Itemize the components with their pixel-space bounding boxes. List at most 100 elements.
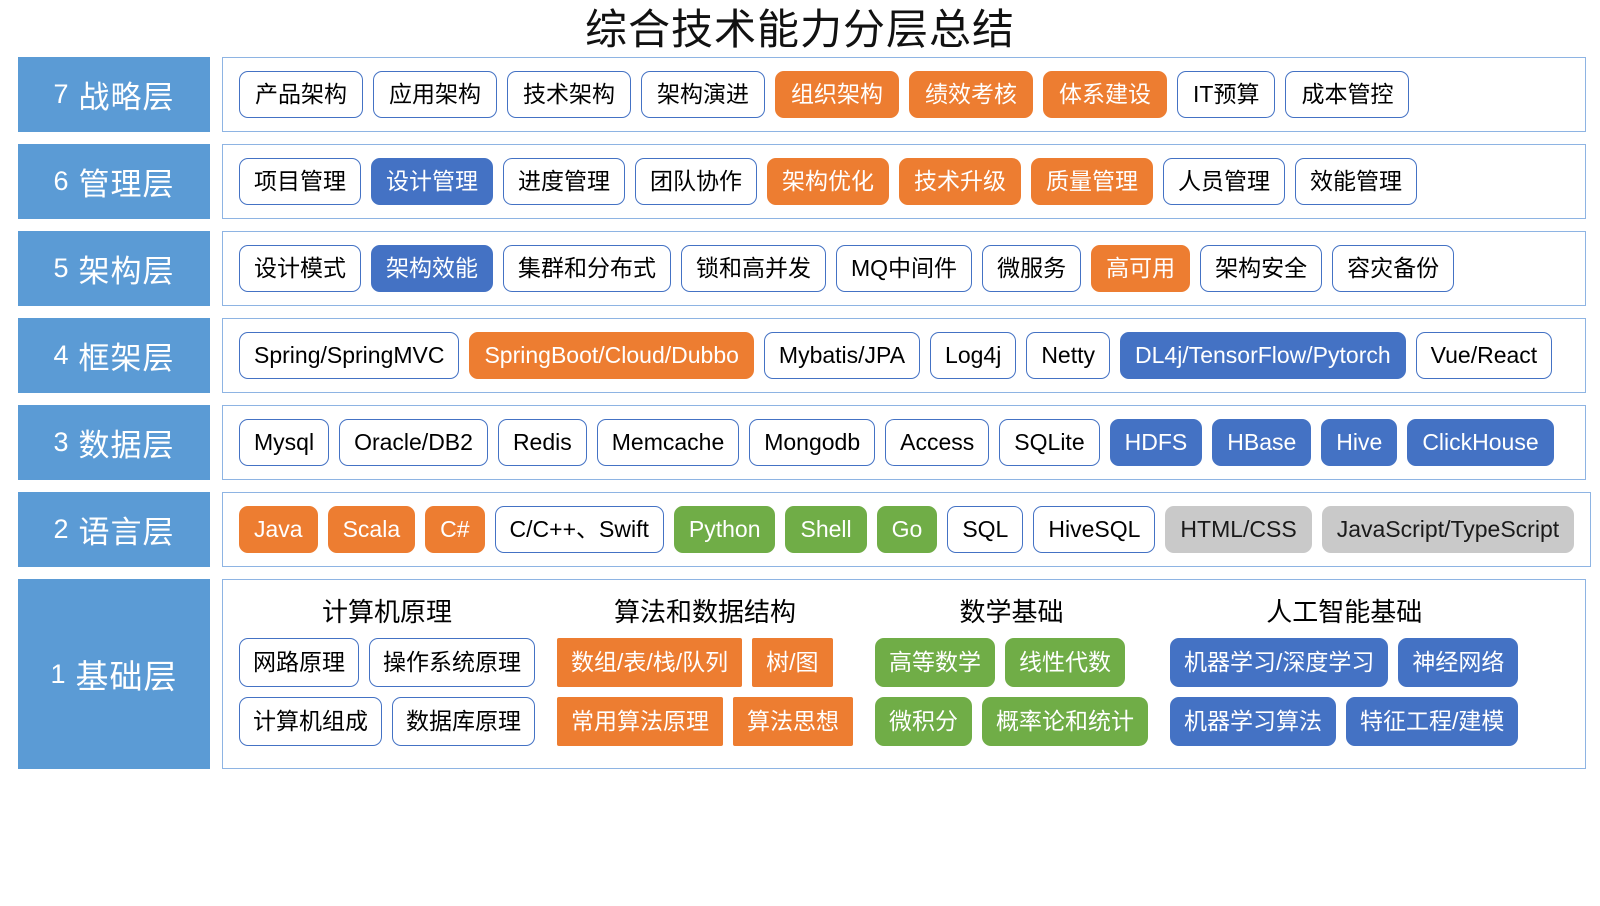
foundation-chip-row: 计算机组成数据库原理 xyxy=(239,697,535,746)
tech-chip[interactable]: 团队协作 xyxy=(635,158,757,205)
tech-chip[interactable]: Mysql xyxy=(239,419,330,466)
tech-chip[interactable]: DL4j/TensorFlow/Pytorch xyxy=(1120,332,1406,379)
tech-chip[interactable]: Python xyxy=(673,506,776,553)
tech-chip[interactable]: 锁和高并发 xyxy=(681,245,826,292)
tech-chip[interactable]: 架构安全 xyxy=(1200,245,1323,292)
tech-chip[interactable]: 进度管理 xyxy=(503,158,625,205)
tech-chip[interactable]: 集群和分布式 xyxy=(503,245,671,292)
tech-chip[interactable]: 设计模式 xyxy=(239,245,361,292)
foundation-groups: 计算机原理网路原理操作系统原理计算机组成数据库原理算法和数据结构数组/表/栈/队… xyxy=(239,586,1569,746)
tech-chip[interactable]: Go xyxy=(876,506,938,553)
tech-chip[interactable]: 网路原理 xyxy=(239,638,359,687)
tech-chip[interactable]: Mybatis/JPA xyxy=(763,332,921,379)
foundation-group-title: 数学基础 xyxy=(959,597,1064,627)
tech-chip[interactable]: Mongodb xyxy=(749,419,876,466)
tech-chip[interactable]: Java xyxy=(239,506,318,553)
tech-chip[interactable]: Shell xyxy=(785,506,867,553)
tech-chip[interactable]: Vue/React xyxy=(1415,332,1553,379)
tech-chip[interactable]: 高可用 xyxy=(1091,245,1191,292)
tech-chip[interactable]: MQ中间件 xyxy=(836,245,973,292)
tech-chip[interactable]: Scala xyxy=(327,506,416,553)
tech-chip[interactable]: Netty xyxy=(1026,332,1110,379)
foundation-group: 算法和数据结构数组/表/栈/队列树/图常用算法原理算法思想 xyxy=(557,586,853,746)
tech-chip[interactable]: HTML/CSS xyxy=(1165,506,1312,553)
tech-chip[interactable]: Redis xyxy=(497,419,587,466)
layer-body-6: 项目管理设计管理进度管理团队协作架构优化技术升级质量管理人员管理效能管理 xyxy=(222,144,1586,219)
tech-chip[interactable]: 容灾备份 xyxy=(1332,245,1455,292)
tech-chip[interactable]: Oracle/DB2 xyxy=(339,419,488,466)
tech-chip[interactable]: 项目管理 xyxy=(239,158,361,205)
tech-chip[interactable]: 架构效能 xyxy=(371,245,493,292)
layer-name: 管理层 xyxy=(78,167,175,202)
tech-chip[interactable]: 技术升级 xyxy=(899,158,1021,205)
tech-chip[interactable]: C/C++、Swift xyxy=(494,506,664,553)
tech-chip[interactable]: 数组/表/栈/队列 xyxy=(557,638,743,687)
tech-chip[interactable]: 产品架构 xyxy=(239,71,363,118)
tech-chip[interactable]: Hive xyxy=(1321,419,1398,466)
tech-chip[interactable]: 树/图 xyxy=(752,638,833,687)
layer-name: 框架层 xyxy=(78,341,175,376)
tech-chip[interactable]: 质量管理 xyxy=(1031,158,1153,205)
layer-name: 基础层 xyxy=(75,658,178,695)
tech-chip[interactable]: 机器学习算法 xyxy=(1170,697,1336,746)
tech-chip[interactable]: 技术架构 xyxy=(507,71,631,118)
tech-chip[interactable]: 算法思想 xyxy=(733,697,853,746)
tech-chip[interactable]: 计算机组成 xyxy=(239,697,382,746)
tech-chip[interactable]: Log4j xyxy=(930,332,1017,379)
tech-chip[interactable]: 数据库原理 xyxy=(392,697,535,746)
layer-number: 6 xyxy=(53,166,70,196)
tech-chip[interactable]: 高等数学 xyxy=(875,638,995,687)
tech-chip[interactable]: SpringBoot/Cloud/Dubbo xyxy=(469,332,754,379)
tech-chip[interactable]: 神经网络 xyxy=(1398,638,1519,687)
tech-chip[interactable]: 绩效考核 xyxy=(909,71,1033,118)
foundation-group: 计算机原理网路原理操作系统原理计算机组成数据库原理 xyxy=(239,586,535,746)
tech-chip[interactable]: 微积分 xyxy=(875,697,972,746)
tech-chip[interactable]: SQL xyxy=(947,506,1024,553)
tech-chip[interactable]: 操作系统原理 xyxy=(369,638,535,687)
tech-chip[interactable]: HiveSQL xyxy=(1033,506,1156,553)
tech-chip[interactable]: 微服务 xyxy=(982,245,1082,292)
tech-chip[interactable]: 体系建设 xyxy=(1043,71,1167,118)
tech-chip[interactable]: 机器学习/深度学习 xyxy=(1170,638,1389,687)
tech-chip[interactable]: 常用算法原理 xyxy=(557,697,723,746)
tech-chip[interactable]: C# xyxy=(425,506,485,553)
tech-chip[interactable]: 设计管理 xyxy=(371,158,493,205)
tech-chip[interactable]: JavaScript/TypeScript xyxy=(1321,506,1575,553)
layer-label-6[interactable]: 6 管理层 xyxy=(18,144,210,219)
tech-chip[interactable]: 人员管理 xyxy=(1163,158,1285,205)
tech-chip[interactable]: IT预算 xyxy=(1177,71,1276,118)
tech-chip[interactable]: 特征工程/建模 xyxy=(1346,697,1519,746)
tech-chip[interactable]: SQLite xyxy=(999,419,1100,466)
tech-chip[interactable]: 线性代数 xyxy=(1005,638,1125,687)
tech-chip[interactable]: 应用架构 xyxy=(373,71,497,118)
foundation-chip-row: 微积分概率论和统计 xyxy=(875,697,1148,746)
tech-chip[interactable]: 成本管控 xyxy=(1285,71,1410,118)
tech-chip[interactable]: Memcache xyxy=(596,419,740,466)
tech-chip[interactable]: Access xyxy=(885,419,990,466)
tech-chip[interactable]: HBase xyxy=(1212,419,1312,466)
tech-chip[interactable]: 架构演进 xyxy=(641,71,765,118)
tech-chip[interactable]: 概率论和统计 xyxy=(982,697,1148,746)
foundation-chip-row: 网路原理操作系统原理 xyxy=(239,638,535,687)
tech-chip[interactable]: HDFS xyxy=(1109,419,1203,466)
tech-chip[interactable]: 架构优化 xyxy=(767,158,889,205)
tech-chip[interactable]: 效能管理 xyxy=(1295,158,1417,205)
tech-chip[interactable]: ClickHouse xyxy=(1407,419,1554,466)
tech-chip[interactable]: Spring/SpringMVC xyxy=(239,332,460,379)
tech-chip[interactable]: 组织架构 xyxy=(775,71,899,118)
